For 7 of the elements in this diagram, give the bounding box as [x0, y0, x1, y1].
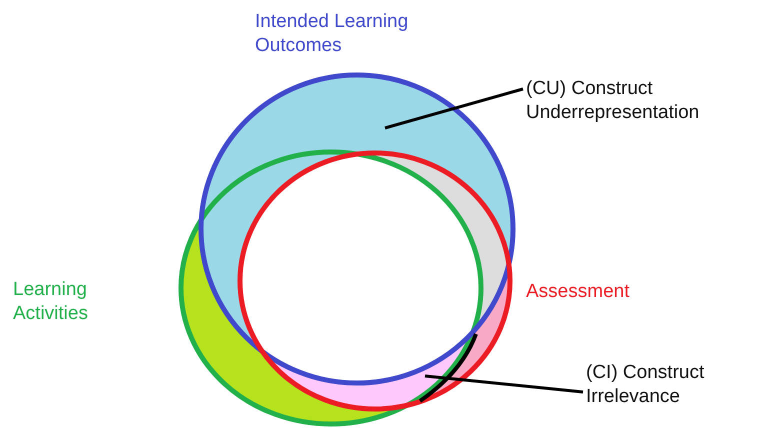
- circle-label: Learning Activities: [13, 278, 89, 326]
- callout-label: (CI) Construct Irrelevance: [586, 361, 706, 409]
- circle-label: Assessment: [526, 280, 630, 304]
- leader-line: [384, 88, 524, 130]
- leader-line: [424, 374, 584, 394]
- circle-label: Intended Learning Outcomes: [255, 10, 410, 58]
- callout-label: (CU) Construct Underrepresentation: [526, 77, 700, 125]
